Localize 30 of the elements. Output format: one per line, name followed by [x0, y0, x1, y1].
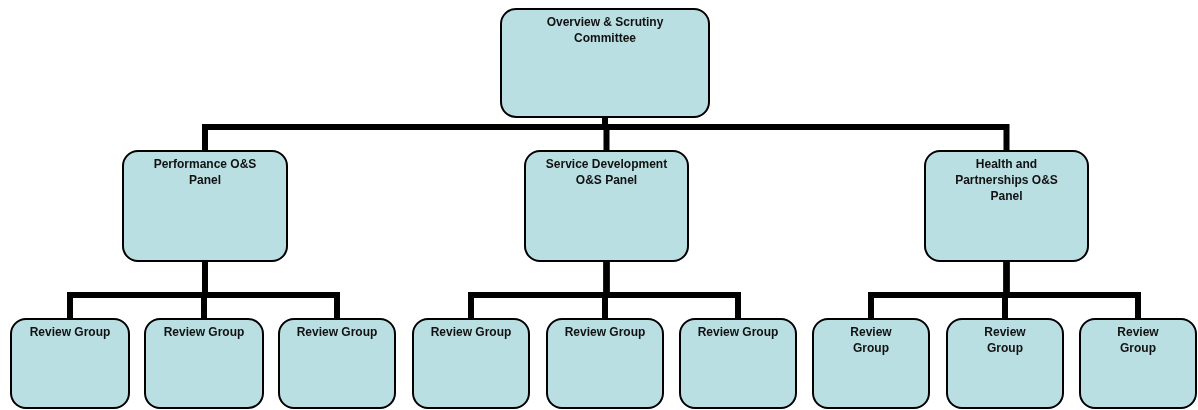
box-label: Review Group — [429, 324, 513, 340]
connector-line — [1003, 262, 1141, 318]
org-box — [946, 318, 1064, 409]
box-label: Overview & Scrutiny Committee — [545, 14, 665, 46]
connector-line — [602, 118, 1010, 150]
box-label: Review Group — [162, 324, 246, 340]
box-label: Review Group — [28, 324, 112, 340]
org-box — [524, 150, 689, 262]
org-box — [924, 150, 1089, 262]
box-label: Review Group — [983, 324, 1027, 356]
org-box — [546, 318, 664, 409]
box-label: Health and Partnerships O&S Panel — [954, 156, 1059, 204]
box-label: Review Group — [563, 324, 647, 340]
org-box — [412, 318, 530, 409]
org-box — [1079, 318, 1197, 409]
box-label: Review Group — [849, 324, 893, 356]
org-box — [10, 318, 130, 409]
box-label: Performance O&S Panel — [152, 156, 258, 188]
box-label: Service Development O&S Panel — [544, 156, 669, 188]
box-label: Review Group — [1116, 324, 1160, 356]
org-box — [144, 318, 264, 409]
org-box — [122, 150, 288, 262]
connector-line — [202, 262, 340, 318]
org-box — [812, 318, 930, 409]
box-label: Review Group — [696, 324, 780, 340]
org-box — [278, 318, 396, 409]
box-label: Review Group — [295, 324, 379, 340]
connector-line — [603, 262, 741, 318]
org-box — [500, 8, 710, 118]
org-box — [679, 318, 797, 409]
